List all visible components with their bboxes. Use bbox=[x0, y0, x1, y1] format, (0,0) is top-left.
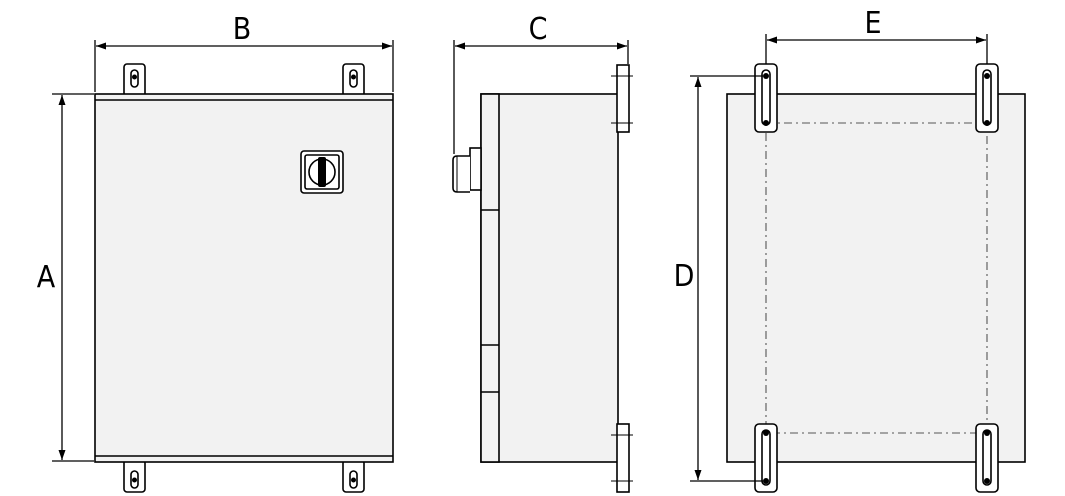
side-enclosure-body bbox=[480, 93, 619, 463]
front-top-right-tab bbox=[342, 63, 365, 97]
mounting-hole-pattern bbox=[765, 122, 988, 434]
front-bottom-left-tab bbox=[123, 459, 146, 493]
rear-bottom-right-rail bbox=[975, 423, 999, 493]
switch-knob-side-icon bbox=[452, 147, 482, 193]
dimension-c bbox=[453, 40, 629, 154]
rear-top-left-rail bbox=[754, 63, 778, 133]
side-bottom-flange bbox=[611, 423, 633, 493]
dimension-e bbox=[765, 34, 988, 64]
dimension-d bbox=[690, 75, 763, 482]
dimension-a bbox=[52, 93, 94, 462]
label-a: A bbox=[37, 260, 56, 295]
dimension-b bbox=[94, 40, 394, 92]
label-b: B bbox=[233, 12, 252, 47]
label-d: D bbox=[674, 259, 695, 294]
label-c: C bbox=[529, 12, 548, 47]
label-e: E bbox=[864, 6, 881, 41]
rear-bottom-left-rail bbox=[754, 423, 778, 493]
rear-top-right-rail bbox=[975, 63, 999, 133]
side-top-flange bbox=[611, 64, 633, 133]
rear-enclosure-body bbox=[726, 93, 1026, 463]
rotary-switch-icon bbox=[300, 150, 344, 194]
front-bottom-right-tab bbox=[342, 459, 365, 493]
front-enclosure-body bbox=[94, 93, 394, 463]
front-view bbox=[94, 63, 394, 493]
side-view bbox=[452, 64, 633, 493]
rear-view bbox=[726, 63, 1026, 493]
front-top-left-tab bbox=[123, 63, 146, 97]
